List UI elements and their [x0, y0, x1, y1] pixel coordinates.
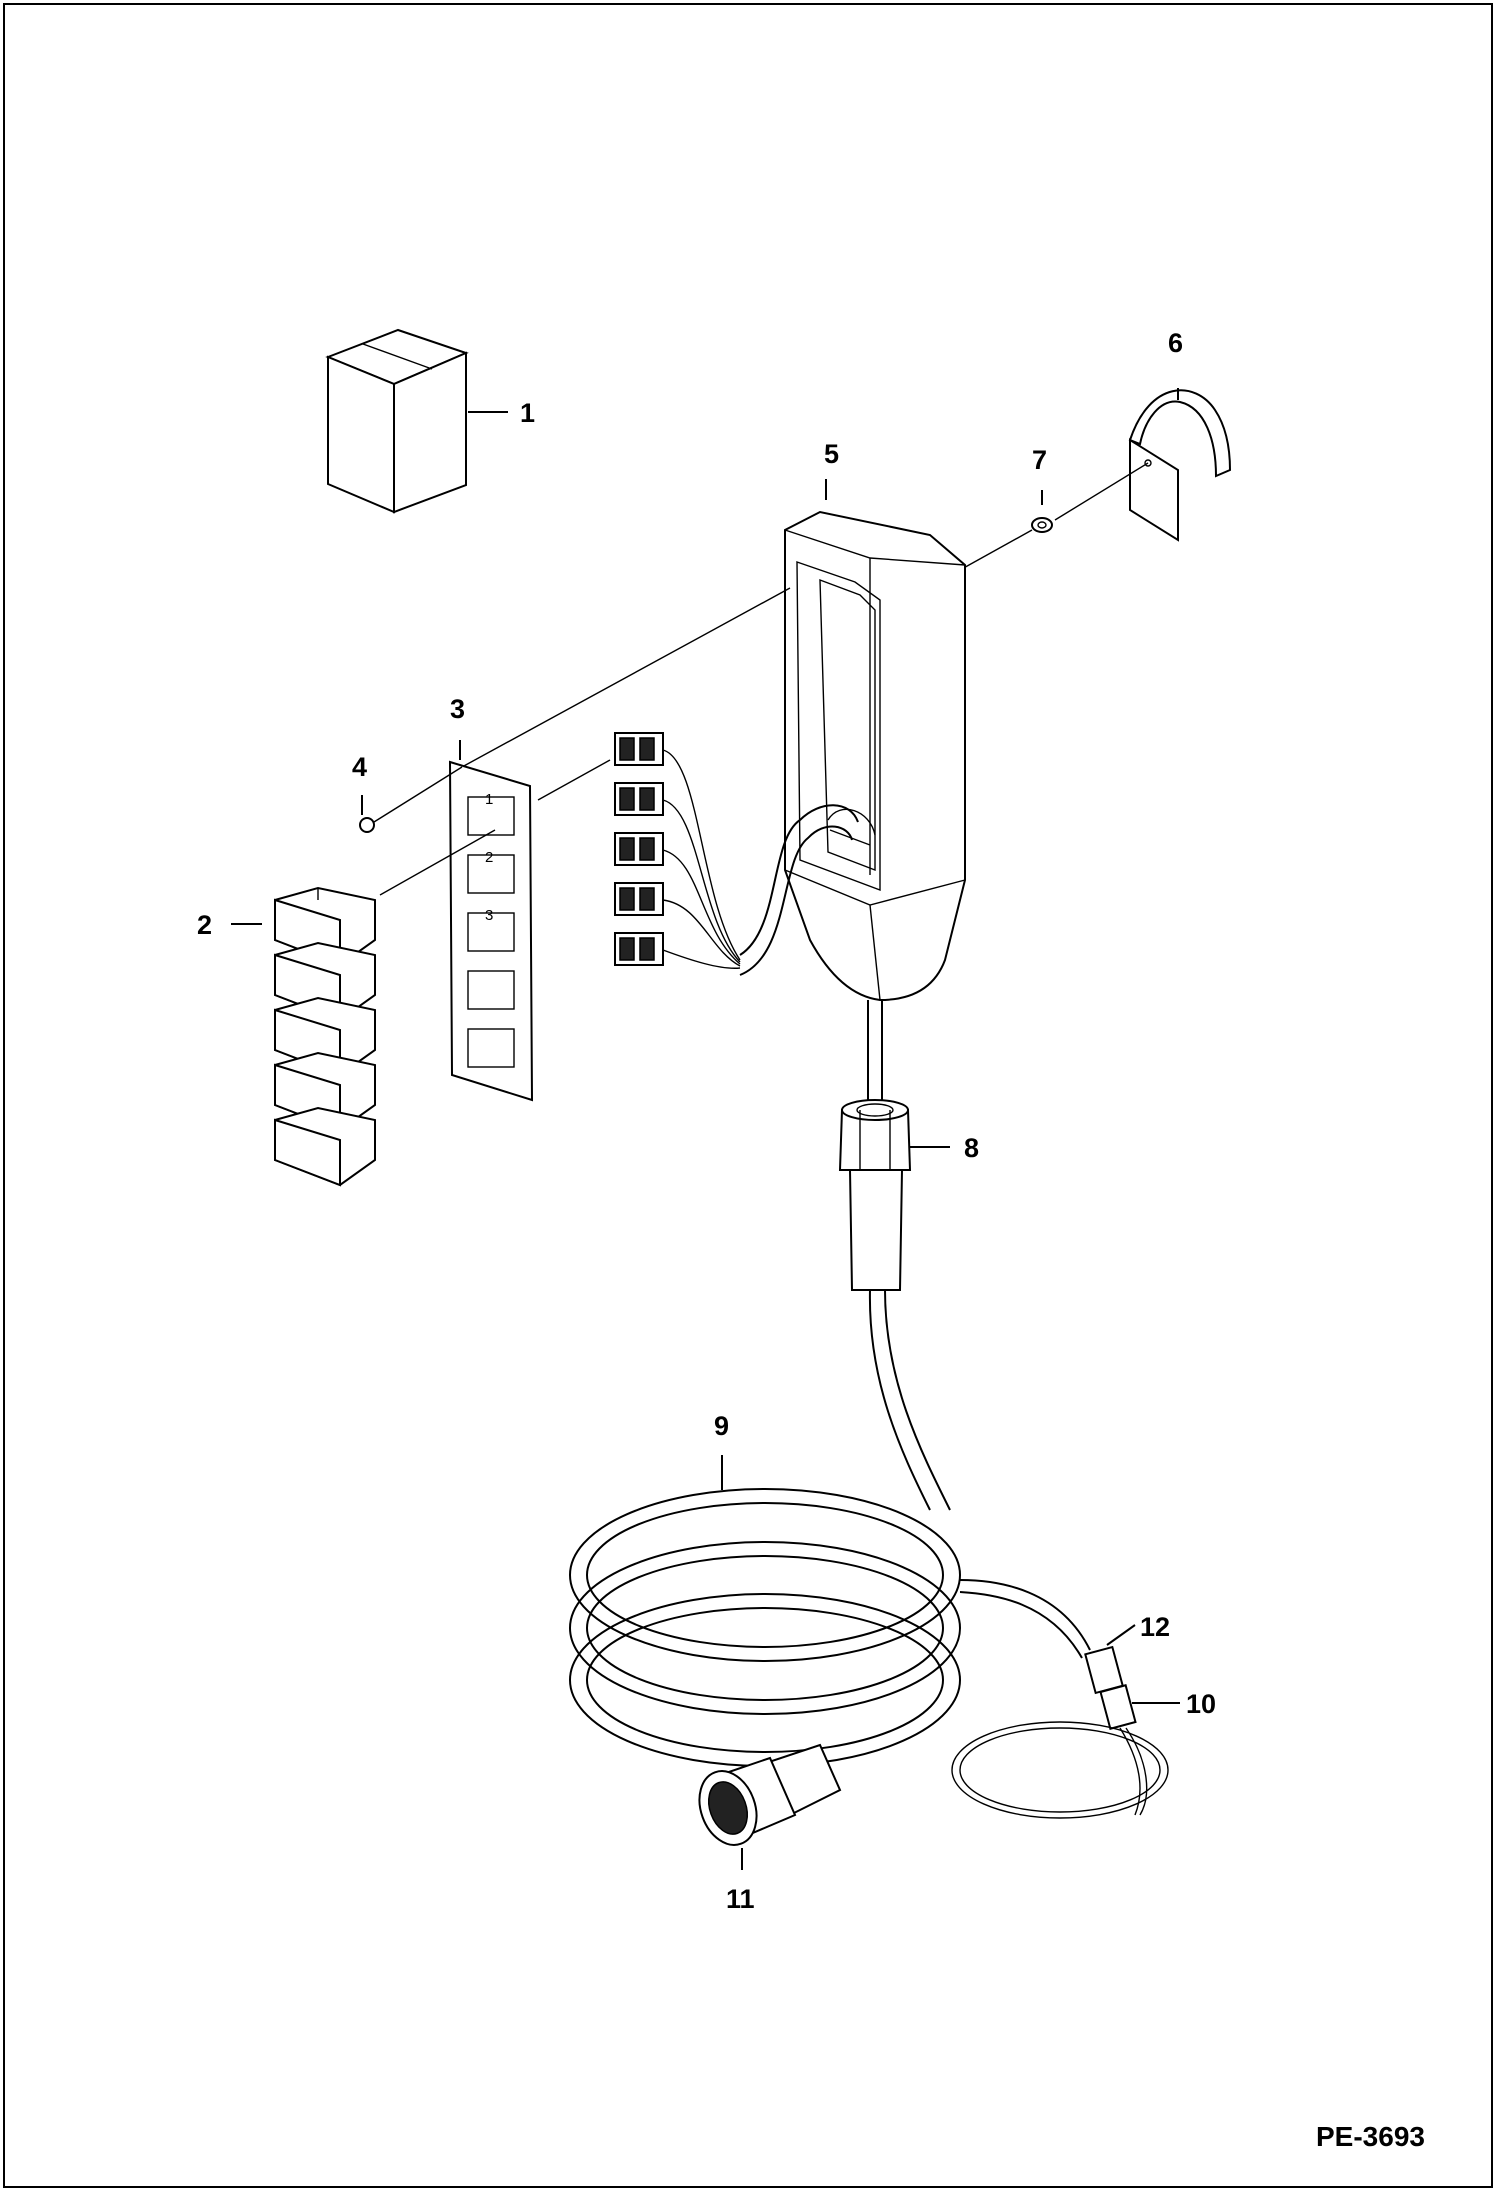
callout-11: 11 — [726, 1884, 755, 1914]
drawing-frame — [3, 3, 1493, 2188]
part-7-washer — [959, 462, 1149, 571]
part-3-switch-panel: 1 2 3 — [379, 740, 611, 1102]
callout-6: 6 — [1168, 328, 1183, 358]
part-8-strain-relief — [838, 1099, 950, 1291]
part-9-coiled-cable — [569, 1289, 1091, 1767]
panel-number-1: 1 — [485, 791, 493, 808]
callout-10: 10 — [1186, 1689, 1216, 1719]
part-4-screw — [359, 766, 463, 833]
callout-1: 1 — [520, 398, 535, 428]
drawing-number: PE-3693 — [1316, 2121, 1425, 2152]
callout-8: 8 — [964, 1133, 979, 1163]
panel-number-2: 2 — [485, 849, 493, 866]
callout-4: 4 — [352, 752, 367, 782]
wiring-harness — [614, 732, 859, 976]
callout-9: 9 — [714, 1411, 729, 1441]
callout-7: 7 — [1032, 445, 1047, 475]
callout-12: 12 — [1140, 1612, 1170, 1642]
part-10-12-harness-connector — [951, 1624, 1180, 1819]
callout-2: 2 — [197, 910, 212, 940]
part-2-rocker-switches — [231, 886, 376, 1187]
part-1-kit-box — [325, 328, 508, 514]
part-6-bracket — [1128, 388, 1232, 542]
part-11-round-connector — [698, 1743, 842, 1870]
panel-number-3: 3 — [485, 907, 493, 924]
callout-3: 3 — [450, 694, 465, 724]
part-5-control-handle — [461, 479, 966, 1110]
callout-5: 5 — [824, 439, 839, 469]
